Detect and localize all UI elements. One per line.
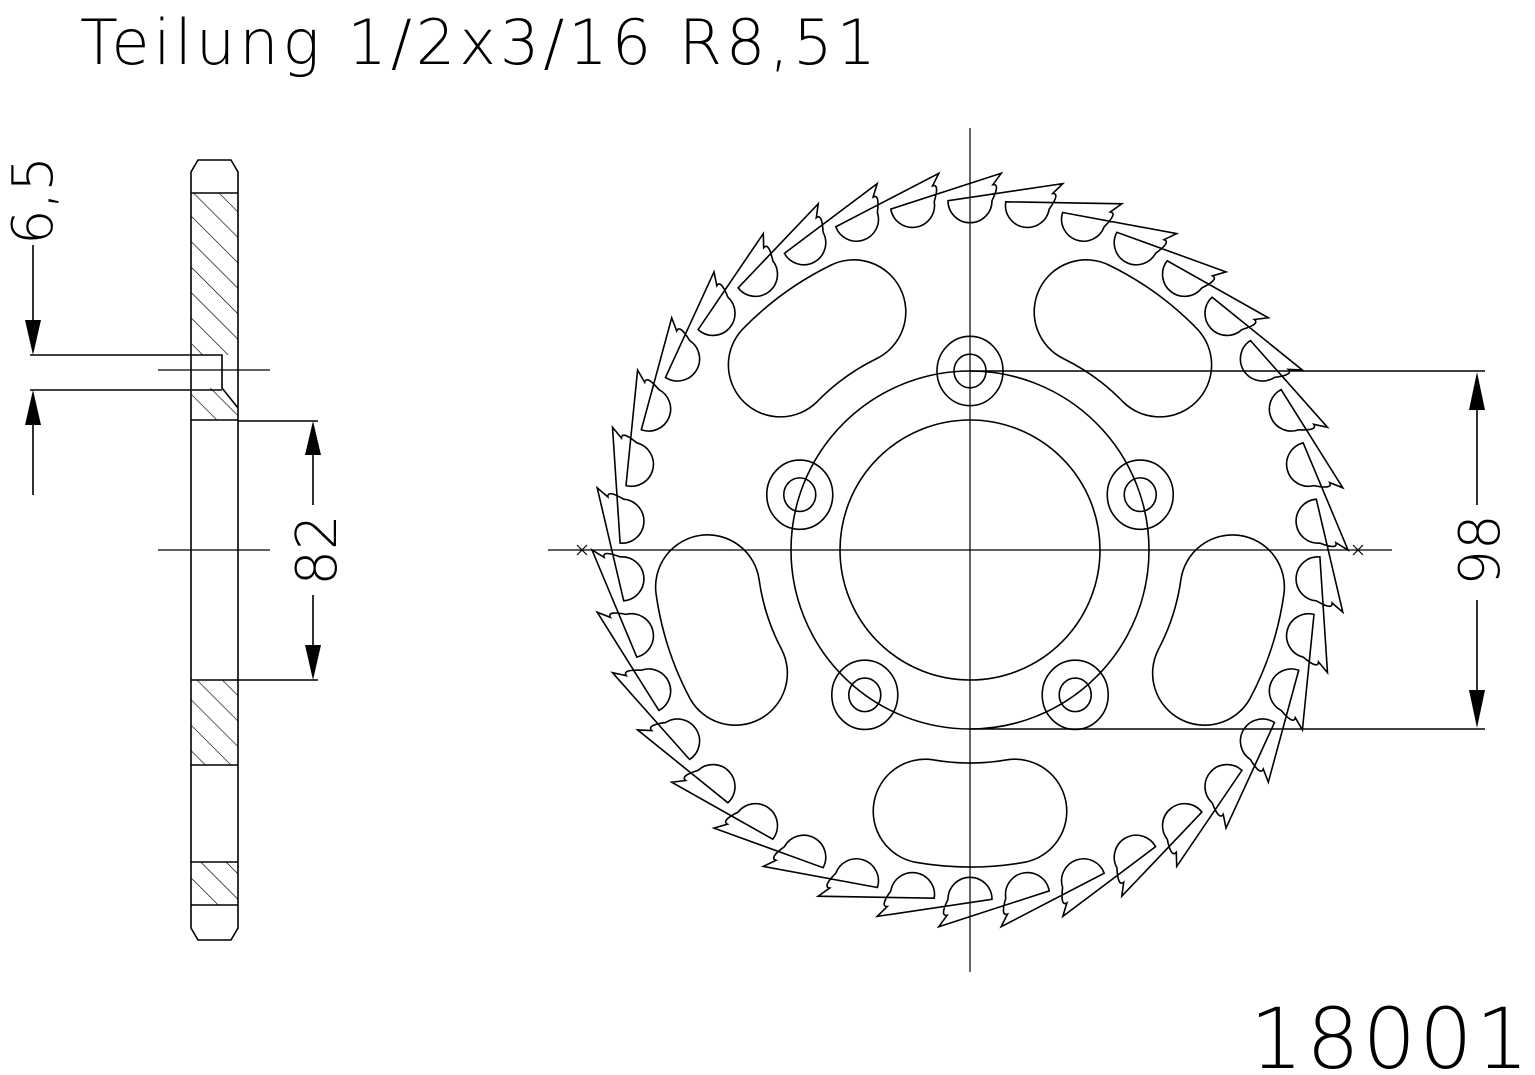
bolt-circle-label: 98 [1448,514,1513,585]
bolt-hole [1123,477,1158,513]
front-view: 98 [548,128,1513,972]
section-lines [191,192,238,906]
hatch-section-hub [191,388,238,420]
bore-label: 82 [285,514,350,585]
bolt-hole-counterbore [765,459,834,531]
part-number: 18001 [1250,990,1532,1075]
center-lines [158,369,270,551]
arrow-down-icon [25,320,41,355]
thickness-label: 6,5 [1,156,66,245]
bore-dim-lines [238,420,318,681]
lightening-slot [1033,259,1213,418]
sprocket-teeth-outline [590,171,1350,929]
hatch-section-top [191,193,238,355]
bolt-hole [782,477,817,513]
bolt-circle-dim-lines [970,370,1485,730]
arrow-up-icon [1469,372,1485,410]
bolt-hole-counterbore [830,659,899,731]
side-view: 6,5 82 [1,156,350,941]
hatch-section-bottom [191,862,238,905]
lightening-slot [654,534,789,726]
lightening-slot [1151,534,1286,726]
arrow-up-icon [305,421,321,455]
thickness-extension-lines [30,354,239,409]
arrow-up-icon [25,390,41,425]
center-lines [548,128,1392,972]
arrow-down-icon [1469,690,1485,728]
drawing-title: Teilung 1/2x3/16 R8,51 [80,6,880,79]
lightening-slot [872,758,1068,868]
bolt-hole [847,677,882,713]
hatch-section-lower [191,680,238,765]
bolt-hole-counterbore [1106,459,1175,531]
bolt-hole [1058,677,1093,713]
tip-markers [576,544,1364,556]
lightening-slot [727,259,907,418]
plate-outline [190,159,239,941]
arrow-down-icon [305,645,321,680]
